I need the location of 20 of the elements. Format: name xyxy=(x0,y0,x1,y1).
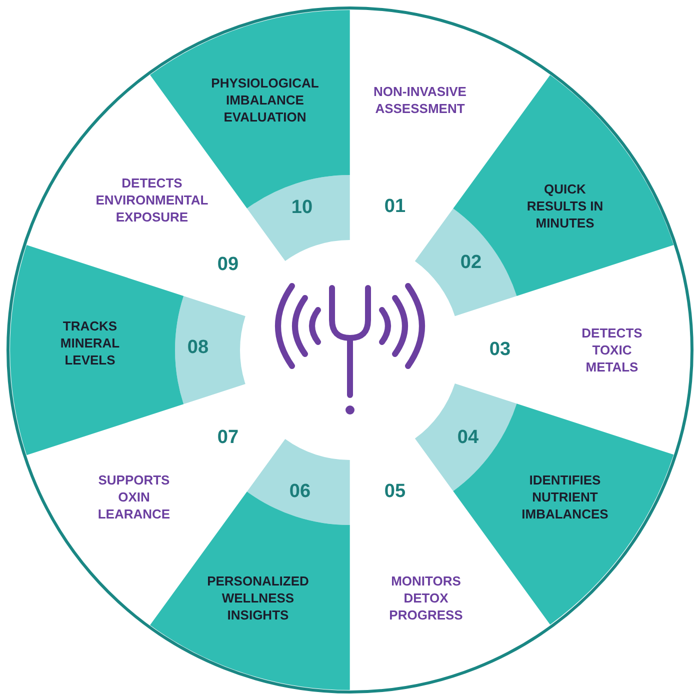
segment-label: QUICK RESULTS IN MINUTES xyxy=(526,180,604,232)
segment-label: NON-INVASIVE ASSESSMENT xyxy=(372,83,468,117)
step-number: 09 xyxy=(217,254,239,276)
segment-label: MONITORS DETOX PROGRESS xyxy=(388,572,464,624)
segment-label: SUPPORTS OXIN LEARANCE xyxy=(96,471,172,522)
step-number: 05 xyxy=(384,480,406,503)
step-number: 06 xyxy=(289,480,311,503)
segment-label: PERSONALIZED WELLNESS INSIGHTS xyxy=(206,572,310,624)
step-number: 04 xyxy=(457,426,479,449)
segment-label: DETECTS TOXIC METALS xyxy=(580,324,644,376)
step-number: 01 xyxy=(384,196,406,218)
step-number: 07 xyxy=(217,426,239,449)
step-number: 08 xyxy=(187,336,209,359)
segment-label: TRACKS MINERAL LEVELS xyxy=(59,317,121,368)
step-number: 10 xyxy=(291,197,313,219)
step-number: 03 xyxy=(489,338,511,361)
segment-label: DETECTS ENVIRONMENTAL EXPOSURE xyxy=(94,174,210,226)
segment-label: IDENTIFIES NUTRIENT IMBALANCES xyxy=(520,471,610,522)
step-number: 02 xyxy=(460,252,482,274)
segment-label: PHYSIOLOGICAL IMBALANCE EVALUATION xyxy=(210,74,320,126)
